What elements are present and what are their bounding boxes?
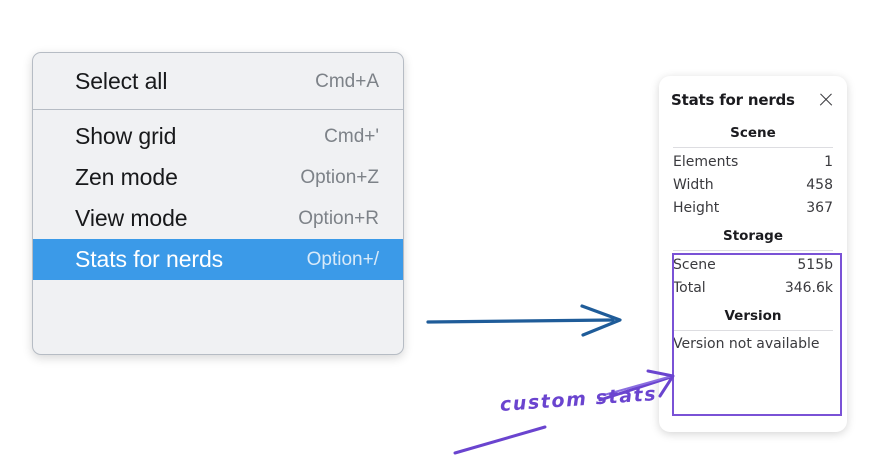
menu-item-select-all[interactable]: Select all Cmd+A	[33, 61, 403, 102]
stat-value: 346.6k	[784, 279, 833, 296]
menu-group-2: Show grid Cmd+' Zen mode Option+Z View m…	[33, 110, 403, 286]
menu-item-shortcut: Option+Z	[300, 166, 379, 188]
annotation-custom-stats: custom stats	[499, 383, 658, 416]
stat-key: Total	[673, 279, 706, 296]
section-rule	[673, 250, 833, 251]
menu-item-label: Show grid	[75, 123, 177, 149]
stat-key: Width	[673, 176, 714, 193]
menu-item-label: Select all	[75, 68, 168, 94]
menu-item-show-grid[interactable]: Show grid Cmd+'	[33, 116, 403, 157]
panel-header: Stats for nerds	[671, 76, 835, 116]
stat-value: 1	[824, 153, 833, 170]
menu-item-label: Stats for nerds	[75, 246, 224, 272]
menu-item-label: Zen mode	[75, 164, 178, 190]
stat-row-width: Width 458	[671, 173, 835, 196]
stat-row-elements: Elements 1	[671, 150, 835, 173]
stat-value: 367	[806, 199, 833, 216]
stat-row-storage-total: Total 346.6k	[671, 276, 835, 299]
section-rule	[673, 330, 833, 331]
stat-value: 458	[806, 176, 833, 193]
stat-value: 515b	[797, 256, 833, 273]
section-rule	[673, 147, 833, 148]
menu-item-stats-for-nerds[interactable]: Stats for nerds Option+/	[33, 239, 403, 280]
menu-item-shortcut: Option+R	[298, 207, 379, 229]
section-heading-storage: Storage	[722, 228, 784, 244]
stats-for-nerds-panel: Stats for nerds Scene Elements 1 Width 4…	[659, 76, 847, 432]
version-note: Version not available	[673, 336, 820, 352]
section-heading-scene: Scene	[730, 125, 776, 141]
stat-key: Scene	[673, 256, 716, 273]
section-heading-version: Version	[724, 308, 782, 324]
menu-item-view-mode[interactable]: View mode Option+R	[33, 198, 403, 239]
menu-item-zen-mode[interactable]: Zen mode Option+Z	[33, 157, 403, 198]
context-menu: Select all Cmd+A Show grid Cmd+' Zen mod…	[32, 52, 404, 355]
stat-key: Height	[673, 199, 720, 216]
panel-title: Stats for nerds	[671, 91, 795, 109]
stat-row-height: Height 367	[671, 196, 835, 219]
stat-row-storage-scene: Scene 515b	[671, 253, 835, 276]
menu-item-shortcut: Cmd+'	[324, 125, 379, 147]
menu-item-shortcut: Cmd+A	[315, 70, 379, 92]
menu-item-label: View mode	[75, 205, 188, 231]
menu-divider	[33, 109, 403, 110]
close-icon[interactable]	[817, 91, 835, 109]
menu-item-shortcut: Option+/	[306, 248, 379, 270]
stat-key: Elements	[673, 153, 739, 170]
menu-group-1: Select all Cmd+A	[33, 53, 403, 109]
